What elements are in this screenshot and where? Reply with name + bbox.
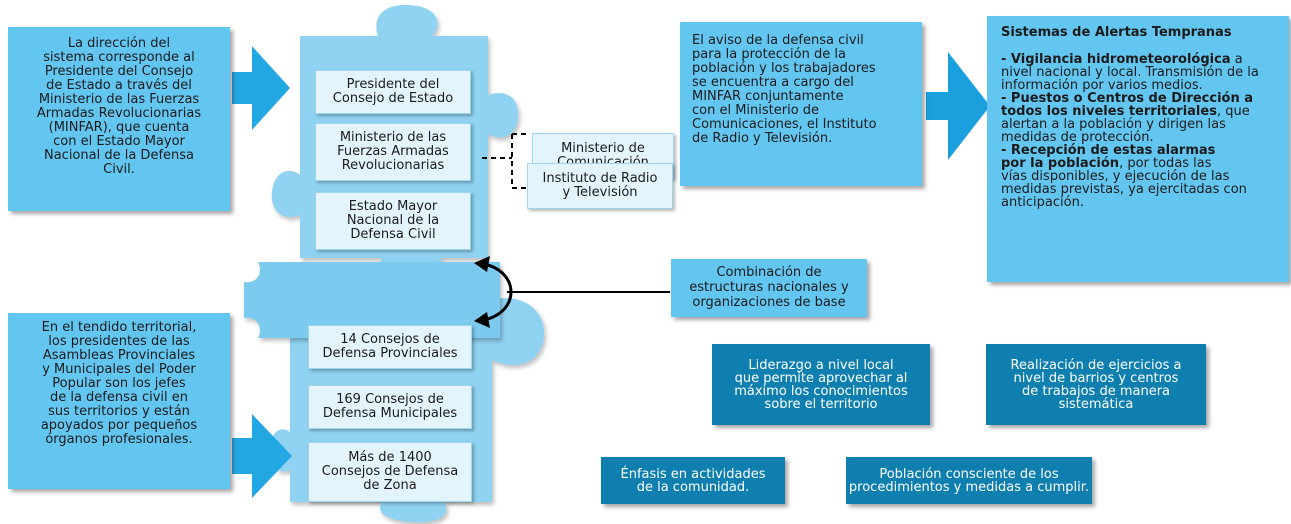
middle-puzzle-band: [244, 262, 500, 338]
early-warning-list: - Vigilancia hidrometeorológica a nivel …: [1001, 53, 1281, 209]
arrowhead-down: [474, 312, 490, 328]
alert-item-3-bold: - Recepción de estas alarmas por la pobl…: [1001, 143, 1216, 171]
community-emphasis-box: Énfasis en actividades de la comunidad.: [601, 457, 785, 504]
top-right-arrow: [232, 46, 290, 130]
dashed-connector: [482, 133, 530, 189]
local-leadership-box: Liderazgo a nivel local que permite apro…: [712, 344, 930, 425]
president-box: Presidente del Consejo de Estado: [315, 70, 471, 114]
direction-text-box: La dirección del sistema corresponde al …: [8, 27, 230, 211]
alert-item-1-text: a nivel nacional y local. Transmisión de…: [1001, 52, 1259, 93]
alert-item-2-bold: - Puestos o Centros de Dirección a todos…: [1001, 91, 1254, 119]
bottom-right-arrow: [232, 414, 292, 498]
alert-item-1-bold: - Vigilancia hidrometeorológica: [1001, 52, 1231, 67]
early-warning-box: Sistemas de Alertas Tempranas - Vigilanc…: [987, 16, 1289, 282]
radio-tv-institute-box: Instituto de Radio y Televisión: [527, 163, 673, 209]
exercises-box: Realización de ejercicios a nivel de bar…: [986, 344, 1206, 425]
alert-item-3-text: , por todas las vías disponibles, y ejec…: [1001, 156, 1247, 210]
combination-box: Combinación de estructuras nacionales y …: [671, 259, 867, 317]
minfar-box: Ministerio de las Fuerzas Armadas Revolu…: [315, 123, 471, 181]
civil-defense-notice-box: El aviso de la defensa civil para la pro…: [680, 22, 922, 186]
zone-councils-box: Más de 1400 Consejos de Defensa de Zona: [308, 442, 472, 502]
provincial-councils-box: 14 Consejos de Defensa Provinciales: [308, 325, 472, 369]
civil-defense-staff-box: Estado Mayor Nacional de la Defensa Civi…: [315, 192, 471, 250]
aware-population-box: Población consciente de los procedimient…: [846, 457, 1092, 504]
early-warning-title: Sistemas de Alertas Tempranas: [1001, 25, 1232, 40]
alert-item-2-text: , que alertan a la población y dirigen l…: [1001, 104, 1250, 145]
municipal-councils-box: 169 Consejos de Defensa Municipales: [308, 385, 472, 429]
territorial-text-box: En el tendido territorial, los president…: [8, 313, 230, 489]
arrowhead-up: [474, 256, 490, 272]
alerts-arrow: [926, 52, 990, 160]
